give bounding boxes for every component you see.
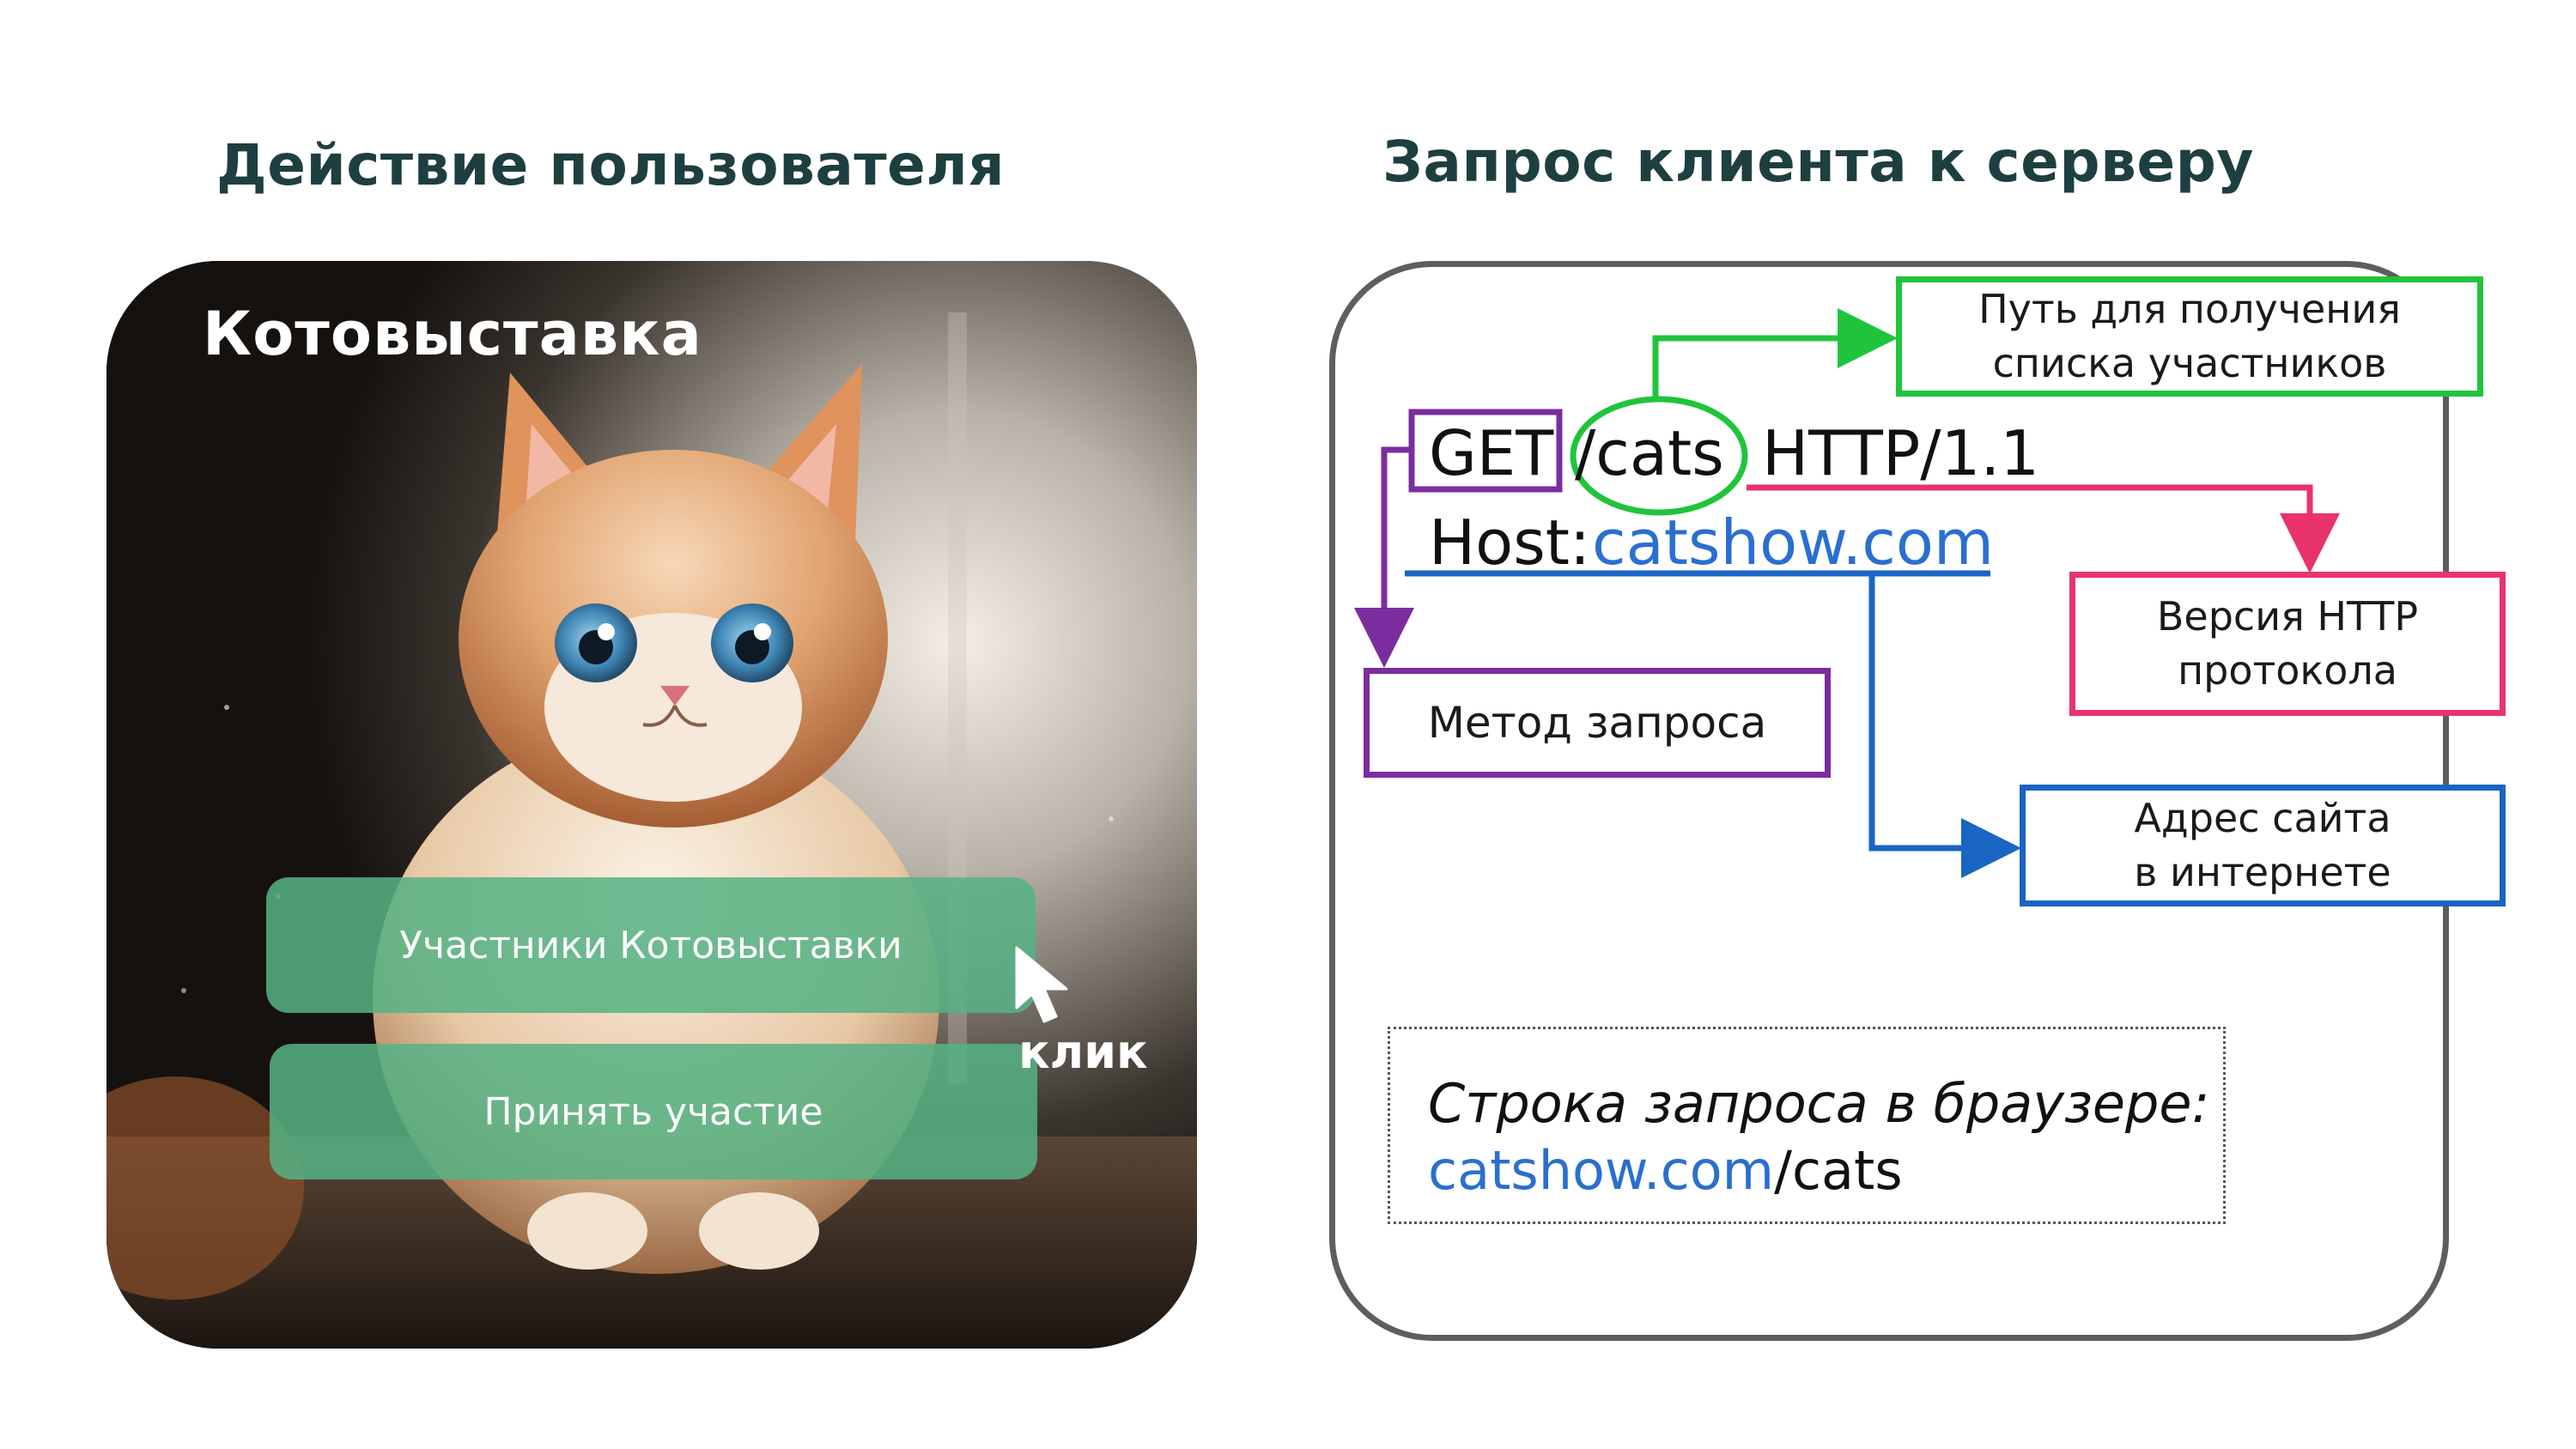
app-title: Котовыставка	[203, 299, 702, 369]
site-annotation: Адрес сайта в интернете	[2020, 785, 2506, 906]
path-highlight	[1570, 396, 1748, 516]
click-label: клик	[1018, 1025, 1148, 1079]
app-card: Котовыставка Участники Котовыставки Прин…	[106, 261, 1197, 1349]
version-annotation: Версия HTTP протокола	[2069, 572, 2506, 716]
annotation-line: протокола	[2178, 647, 2397, 694]
browser-url: catshow.com/cats	[1428, 1137, 2223, 1204]
annotation-line: Путь для получения	[1978, 286, 2401, 333]
annotation-line: Версия HTTP	[2156, 593, 2419, 640]
method-annotation: Метод запроса	[1364, 668, 1831, 778]
request-version: HTTP/1.1	[1762, 417, 2040, 489]
request-path: /cats	[1575, 417, 1724, 489]
annotation-line: Адрес сайта	[2134, 795, 2391, 842]
right-heading: Запрос клиента к серверу	[1382, 129, 2254, 195]
method-connector	[1354, 446, 1414, 668]
browser-url-path: /cats	[1774, 1138, 1903, 1202]
request-method: GET	[1429, 417, 1554, 489]
browser-url-host: catshow.com	[1428, 1138, 1775, 1202]
annotation-line: Метод запроса	[1427, 698, 1767, 748]
annotation-line: списка участников	[1992, 340, 2387, 386]
mouse-pointer-icon	[1015, 946, 1068, 1023]
path-annotation: Путь для получения списка участников	[1896, 276, 2483, 397]
host-header-key: Host:	[1429, 506, 1591, 579]
host-connector	[1868, 573, 2021, 878]
browser-request-line: Строка запроса в браузере: catshow.com/c…	[1388, 1027, 2226, 1224]
version-connector	[1747, 484, 2340, 573]
host-header-value: catshow.com	[1592, 506, 1995, 579]
browser-line-label: Строка запроса в браузере:	[1428, 1072, 2210, 1135]
annotation-line: в интернете	[2134, 849, 2391, 895]
join-button[interactable]: Принять участие	[270, 1044, 1037, 1179]
participants-button[interactable]: Участники Котовыставки	[266, 877, 1036, 1013]
path-connector	[1652, 308, 1898, 399]
left-heading: Действие пользователя	[216, 132, 1005, 198]
